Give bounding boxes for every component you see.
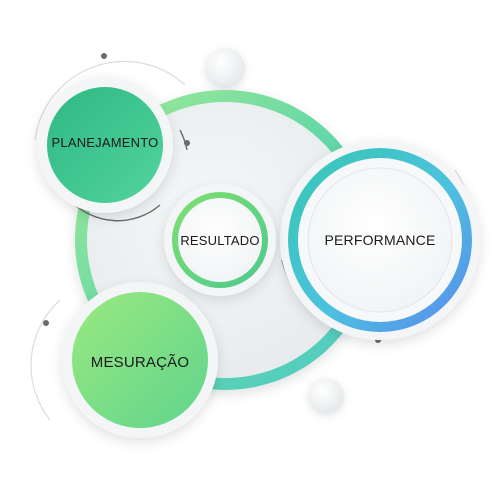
decorative-bubble <box>205 48 245 88</box>
planejamento-label: PLANEJAMENTO <box>51 134 159 150</box>
connector-arc <box>179 129 188 151</box>
outline-arc <box>34 60 186 141</box>
node-resultado <box>164 184 276 296</box>
connector-dot <box>43 320 49 326</box>
connector-dot <box>184 140 190 146</box>
node-performance <box>280 140 480 340</box>
connector-arc <box>69 199 161 222</box>
performance-label: PERFORMANCE <box>324 232 436 248</box>
decorative-bubble <box>308 378 344 414</box>
connector-dot <box>101 53 107 59</box>
node-mesuracao <box>62 282 218 438</box>
outline-arc <box>30 299 61 421</box>
mesuracao-label: MESURAÇÃO <box>90 353 190 371</box>
node-planejamento <box>37 77 173 213</box>
resultado-label: RESULTADO <box>180 232 260 248</box>
